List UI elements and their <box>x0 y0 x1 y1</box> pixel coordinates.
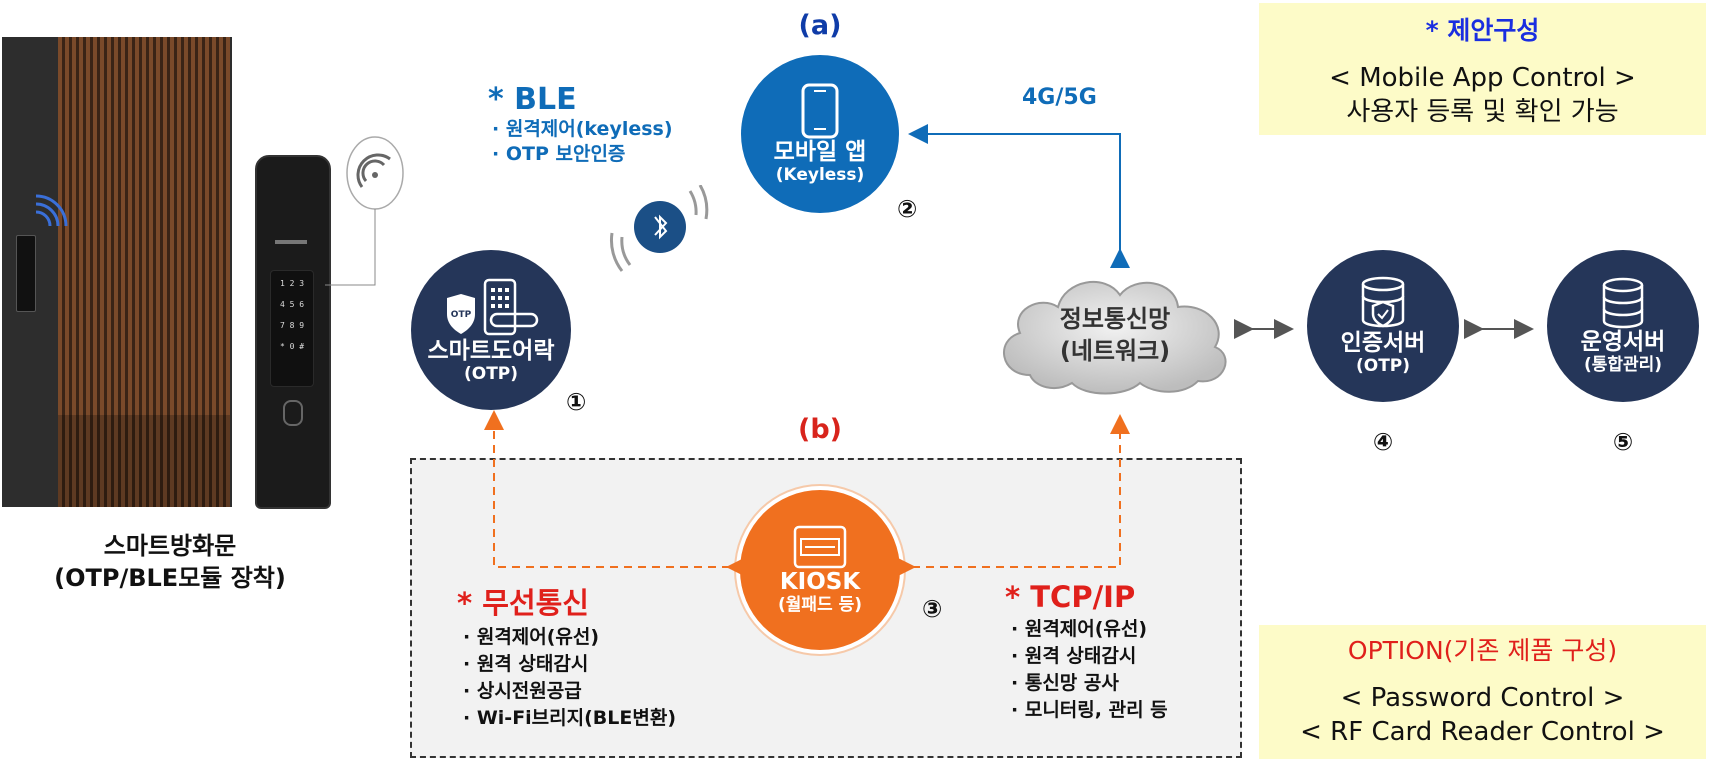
auth-server-title: 인증서버 <box>1340 329 1426 356</box>
fingerprint-sensor <box>283 400 303 426</box>
lock-key-row: 4 5 6 <box>279 300 305 309</box>
ops-server-number: ⑤ <box>1612 428 1634 456</box>
smartphone-icon <box>801 83 839 139</box>
lock-brand-mark <box>275 240 307 244</box>
kiosk-lock-link <box>484 410 746 577</box>
otp-badge-text: OTP <box>451 310 472 320</box>
option-line1: < Password Control > <box>1340 683 1625 713</box>
section-a-label: (a) <box>798 10 842 41</box>
kiosk-title: KIOSK <box>779 568 861 595</box>
network-cloud-icon <box>1003 280 1227 395</box>
door-handle <box>16 235 36 312</box>
nfc-callout-icon <box>325 136 404 286</box>
lock-key-row: * 0 # <box>279 342 305 351</box>
section-b-label: (b) <box>797 414 842 445</box>
kiosk-network-link <box>896 414 1130 577</box>
option-line2: < RF Card Reader Control > <box>1300 717 1665 747</box>
ops-server-node: 운영서버 (통합관리) <box>1547 250 1699 402</box>
smart-lock-title: 스마트도어락 <box>427 337 555 364</box>
database-server-icon <box>1602 277 1644 328</box>
network-line2: (네트워크) <box>1059 337 1171 365</box>
ble-title: * BLE <box>488 82 577 117</box>
door-caption: 스마트방화문 (OTP/BLE모듈 장착) <box>20 530 320 594</box>
tcpip-item: · 모니터링, 관리 등 <box>1011 699 1168 721</box>
proposal-line1: < Mobile App Control > <box>1329 63 1636 93</box>
proposal-title: * 제안구성 <box>1425 16 1540 45</box>
tcpip-item: · 통신망 공사 <box>1011 672 1119 694</box>
wireless-item: · Wi-Fi브리지(BLE변환) <box>463 707 677 729</box>
door-wood-panel-lower <box>58 415 230 507</box>
smart-lock-node: OTP 스마트도어락 (OTP) <box>411 250 571 410</box>
tcpip-title: * TCP/IP <box>1005 580 1136 614</box>
auth-server-node: 인증서버 (OTP) <box>1307 250 1459 402</box>
kiosk-node: KIOSK (월패드 등) <box>740 490 900 650</box>
tcpip-item: · 원격제어(유선) <box>1011 618 1148 640</box>
option-box: OPTION(기존 제품 구성) < Password Control > < … <box>1259 625 1706 759</box>
ops-server-sub: (통합관리) <box>1583 355 1663 376</box>
wireless-list: · 원격제어(유선) · 원격 상태감시 · 상시전원공급 · Wi-Fi브리지… <box>463 624 676 732</box>
kiosk-number: ③ <box>922 595 943 623</box>
lock-key-row: 1 2 3 <box>279 279 305 288</box>
ble-item: · OTP 보안인증 <box>492 143 626 165</box>
door-caption-line1: 스마트방화문 <box>103 532 237 560</box>
wireless-item: · 상시전원공급 <box>463 680 582 702</box>
kiosk-device-icon <box>793 525 847 568</box>
wireless-signal-icon <box>35 194 68 227</box>
tcpip-item: · 원격 상태감시 <box>1011 645 1137 667</box>
door-lock-icon: OTP <box>447 278 539 335</box>
mobile-app-node: 모바일 앱 (Keyless) <box>741 55 899 213</box>
wireless-item: · 원격 상태감시 <box>463 653 589 675</box>
proposal-line2: 사용자 등록 및 확인 가능 <box>1346 97 1619 127</box>
wireless-title: * 무선통신 <box>457 586 589 620</box>
door-caption-line2: (OTP/BLE모듈 장착) <box>54 564 286 592</box>
wireless-block: * 무선통신 · 원격제어(유선) · 원격 상태감시 · 상시전원공급 · W… <box>457 580 676 732</box>
auth-server-number: ④ <box>1372 428 1394 456</box>
tcpip-list: · 원격제어(유선) · 원격 상태감시 · 통신망 공사 · 모니터링, 관리… <box>1011 616 1168 724</box>
wireless-item: · 원격제어(유선) <box>463 626 600 648</box>
mobile-app-sub: (Keyless) <box>775 165 865 186</box>
link-4g5g-label: 4G/5G <box>1022 85 1097 110</box>
ops-server-title: 운영서버 <box>1580 328 1666 355</box>
kiosk-sub: (월패드 등) <box>777 595 863 616</box>
tcpip-block: * TCP/IP · 원격제어(유선) · 원격 상태감시 · 통신망 공사 ·… <box>1005 580 1168 724</box>
ble-item: · 원격제어(keyless) <box>492 118 673 140</box>
lock-keypad: 1 2 3 4 5 6 7 8 9 * 0 # <box>270 270 314 387</box>
mobile-app-title: 모바일 앱 <box>773 138 867 165</box>
ble-items: · 원격제어(keyless) · OTP 보안인증 <box>492 117 673 167</box>
secure-database-icon <box>1361 276 1405 327</box>
smart-lock-number: ① <box>566 388 587 416</box>
bluetooth-signal-icon <box>609 185 709 272</box>
ble-block: * BLE · 원격제어(keyless) · OTP 보안인증 <box>488 82 673 167</box>
mobile-network-link <box>908 124 1130 268</box>
option-title: OPTION(기존 제품 구성) <box>1347 636 1618 665</box>
network-line1: 정보통신망 <box>1059 305 1171 333</box>
auth-server-sub: (OTP) <box>1355 356 1411 377</box>
lock-key-row: 7 8 9 <box>279 321 305 330</box>
smart-lock-sub: (OTP) <box>463 364 519 385</box>
proposal-box: * 제안구성 < Mobile App Control > 사용자 등록 및 확… <box>1259 3 1706 135</box>
network-label: 정보통신망 (네트워크) <box>1010 303 1220 367</box>
